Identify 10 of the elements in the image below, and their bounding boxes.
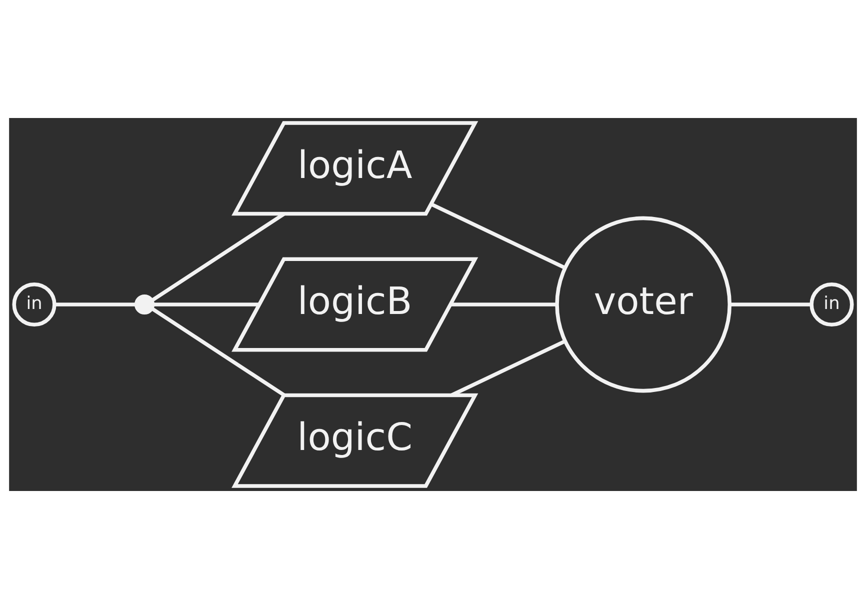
node-circle [134,294,155,315]
connector [450,302,557,306]
connector [430,202,566,270]
connector [152,302,260,306]
node-circle: voter [555,216,732,393]
node-circle: in [810,282,854,327]
node-circle: in [12,282,56,327]
connector [730,302,812,306]
connector [54,302,136,306]
connector [150,306,286,397]
